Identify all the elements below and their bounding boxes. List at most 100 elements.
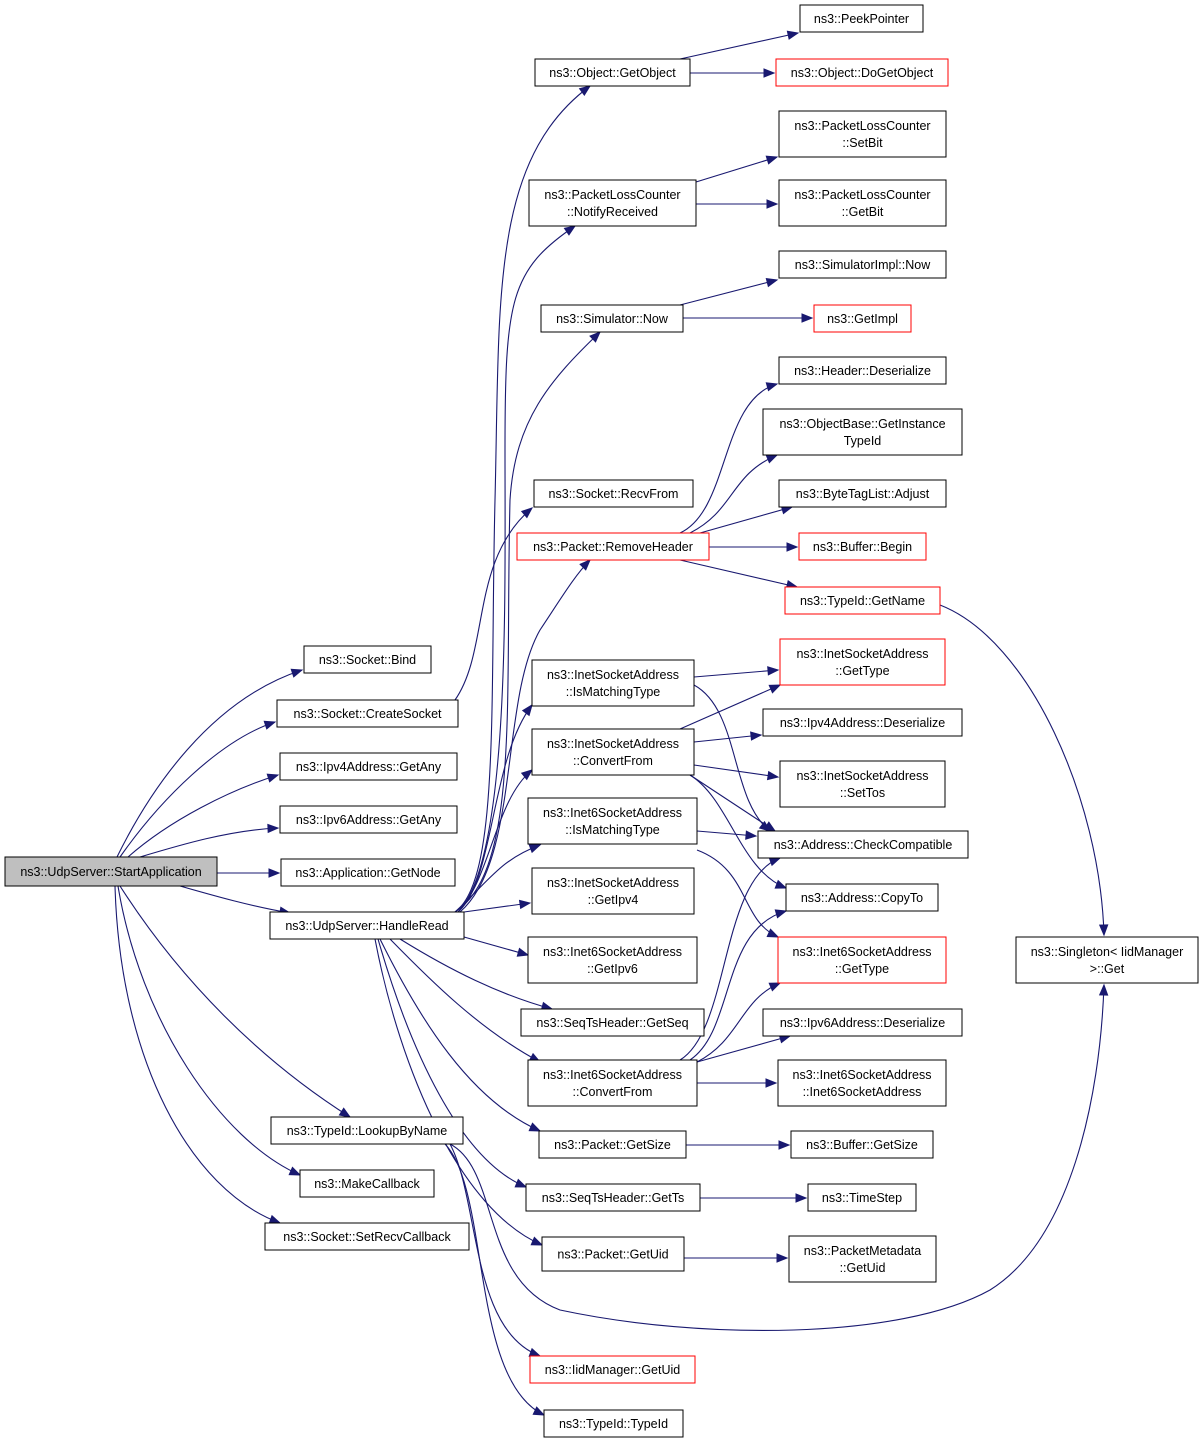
node-seqts-getseq[interactable]: ns3::SeqTsHeader::GetSeq (520, 1008, 705, 1037)
node-box[interactable] (762, 708, 963, 737)
node-app-getnode[interactable]: ns3::Application::GetNode (280, 858, 456, 887)
node-inet-convertfrom[interactable]: ns3::InetSocketAddress::ConvertFrom (531, 728, 695, 776)
node-inet-settos[interactable]: ns3::InetSocketAddress::SetTos (779, 760, 946, 808)
node-box[interactable] (813, 304, 912, 333)
node-box[interactable] (778, 110, 947, 158)
node-box[interactable] (269, 911, 465, 940)
node-ipv6-getany[interactable]: ns3::Ipv6Address::GetAny (279, 805, 458, 834)
node-box[interactable] (778, 356, 947, 385)
node-box[interactable] (533, 479, 694, 508)
node-seqts-getts[interactable]: ns3::SeqTsHeader::GetTs (525, 1183, 701, 1212)
node-inet-gettype[interactable]: ns3::InetSocketAddress::GetType (779, 638, 946, 686)
node-box[interactable] (540, 304, 684, 333)
node-socket-bind[interactable]: ns3::Socket::Bind (303, 645, 432, 674)
node-box[interactable] (279, 752, 458, 781)
node-inet-ismatching[interactable]: ns3::InetSocketAddress::IsMatchingType (531, 659, 695, 707)
node-buffer-getsize[interactable]: ns3::Buffer::GetSize (790, 1130, 934, 1159)
node-peek-pointer[interactable]: ns3::PeekPointer (799, 4, 924, 33)
node-create-socket[interactable]: ns3::Socket::CreateSocket (276, 699, 459, 728)
node-box[interactable] (777, 936, 947, 984)
node-address-checkcompatible[interactable]: ns3::Address::CheckCompatible (757, 830, 969, 859)
node-typeid-getname[interactable]: ns3::TypeId::GetName (784, 586, 941, 615)
node-box[interactable] (778, 250, 947, 279)
node-address-copyto[interactable]: ns3::Address::CopyTo (785, 883, 939, 912)
node-box[interactable] (528, 179, 697, 227)
node-ipv4-deserialize[interactable]: ns3::Ipv4Address::Deserialize (762, 708, 963, 737)
node-plc-setbit[interactable]: ns3::PacketLossCounter::SetBit (778, 110, 947, 158)
node-box[interactable] (529, 1355, 696, 1384)
node-header-deserialize[interactable]: ns3::Header::Deserialize (778, 356, 947, 385)
node-packet-getsize[interactable]: ns3::Packet::GetSize (538, 1130, 687, 1159)
node-box[interactable] (280, 858, 456, 887)
node-box[interactable] (531, 728, 695, 776)
node-box[interactable] (541, 1236, 685, 1272)
node-box[interactable] (799, 4, 924, 33)
node-timestep[interactable]: ns3::TimeStep (807, 1183, 917, 1212)
node-box[interactable] (790, 1130, 934, 1159)
node-handle-read[interactable]: ns3::UdpServer::HandleRead (269, 911, 465, 940)
node-iidmanager-getuid[interactable]: ns3::IidManager::GetUid (529, 1355, 696, 1384)
node-box[interactable] (762, 408, 963, 456)
node-bytetaglist-adjust[interactable]: ns3::ByteTagList::Adjust (778, 479, 947, 508)
node-packet-removeheader[interactable]: ns3::Packet::RemoveHeader (516, 532, 710, 561)
node-pktmeta-getuid[interactable]: ns3::PacketMetadata::GetUid (788, 1235, 937, 1283)
node-box[interactable] (778, 479, 947, 508)
node-box[interactable] (520, 1008, 705, 1037)
node-plc-getbit[interactable]: ns3::PacketLossCounter::GetBit (778, 179, 947, 227)
node-box[interactable] (807, 1183, 917, 1212)
node-packet-getuid[interactable]: ns3::Packet::GetUid (541, 1236, 685, 1272)
node-box[interactable] (303, 645, 432, 674)
node-box[interactable] (534, 58, 691, 87)
node-box[interactable] (543, 1409, 684, 1438)
node-box[interactable] (778, 179, 947, 227)
node-box[interactable] (785, 883, 939, 912)
node-box[interactable] (777, 1059, 947, 1107)
node-box[interactable] (299, 1169, 435, 1198)
node-inet6-gettype[interactable]: ns3::Inet6SocketAddress::GetType (777, 936, 947, 984)
node-inet6-ismatching[interactable]: ns3::Inet6SocketAddress::IsMatchingType (527, 797, 698, 845)
node-box[interactable] (525, 1183, 701, 1212)
node-box[interactable] (527, 936, 698, 984)
node-object-dogetobject[interactable]: ns3::Object::DoGetObject (775, 58, 949, 87)
node-inet6-convertfrom[interactable]: ns3::Inet6SocketAddress::ConvertFrom (527, 1059, 698, 1107)
node-box[interactable] (757, 830, 969, 859)
node-inet-getipv4[interactable]: ns3::InetSocketAddress::GetIpv4 (531, 867, 695, 915)
node-box[interactable] (279, 805, 458, 834)
node-object-getobject[interactable]: ns3::Object::GetObject (534, 58, 691, 87)
node-box[interactable] (538, 1130, 687, 1159)
node-box[interactable] (798, 532, 927, 561)
node-plc-notify[interactable]: ns3::PacketLossCounter::NotifyReceived (528, 179, 697, 227)
node-ipv6-deserialize[interactable]: ns3::Ipv6Address::Deserialize (762, 1008, 963, 1037)
node-box[interactable] (527, 797, 698, 845)
node-simulator-now[interactable]: ns3::Simulator::Now (540, 304, 684, 333)
node-make-callback[interactable]: ns3::MakeCallback (299, 1169, 435, 1198)
node-box[interactable] (1015, 936, 1199, 984)
node-inet6-ctor[interactable]: ns3::Inet6SocketAddress::Inet6SocketAddr… (777, 1059, 947, 1107)
node-start-application[interactable]: ns3::UdpServer::StartApplication (4, 856, 218, 887)
node-set-recv-callback[interactable]: ns3::Socket::SetRecvCallback (264, 1222, 470, 1251)
node-box[interactable] (779, 638, 946, 686)
node-box[interactable] (762, 1008, 963, 1037)
node-simimpl-now[interactable]: ns3::SimulatorImpl::Now (778, 250, 947, 279)
node-buffer-begin[interactable]: ns3::Buffer::Begin (798, 532, 927, 561)
node-box[interactable] (531, 659, 695, 707)
node-box[interactable] (264, 1222, 470, 1251)
node-box[interactable] (788, 1235, 937, 1283)
node-box[interactable] (784, 586, 941, 615)
node-box[interactable] (779, 760, 946, 808)
node-ipv4-getany[interactable]: ns3::Ipv4Address::GetAny (279, 752, 458, 781)
node-box[interactable] (775, 58, 949, 87)
node-inet6-getipv6[interactable]: ns3::Inet6SocketAddress::GetIpv6 (527, 936, 698, 984)
node-singleton-get[interactable]: ns3::Singleton< IidManager >::Get (1015, 936, 1199, 984)
node-box[interactable] (4, 856, 218, 887)
node-lookup-by-name[interactable]: ns3::TypeId::LookupByName (270, 1116, 464, 1145)
node-box[interactable] (270, 1116, 464, 1145)
node-box[interactable] (276, 699, 459, 728)
node-box[interactable] (516, 532, 710, 561)
node-typeid-typeid[interactable]: ns3::TypeId::TypeId (543, 1409, 684, 1438)
node-box[interactable] (531, 867, 695, 915)
node-getimpl[interactable]: ns3::GetImpl (813, 304, 912, 333)
node-box[interactable] (527, 1059, 698, 1107)
node-socket-recvfrom[interactable]: ns3::Socket::RecvFrom (533, 479, 694, 508)
